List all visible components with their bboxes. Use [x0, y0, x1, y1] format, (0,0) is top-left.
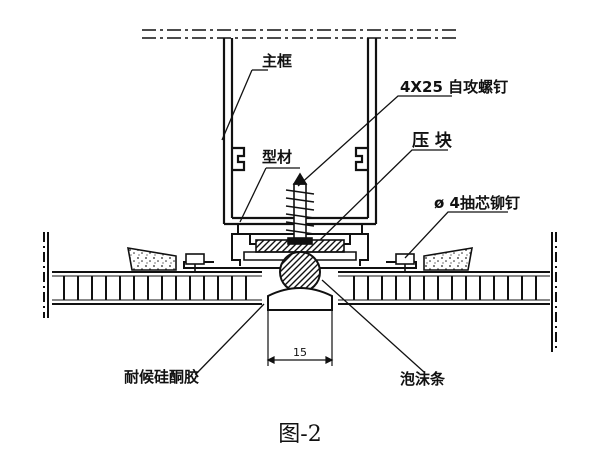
main-frame — [222, 38, 378, 226]
gaskets — [127, 247, 473, 271]
sealant — [267, 287, 333, 311]
left-panel — [43, 232, 262, 318]
label-profile: 型材 — [262, 148, 292, 166]
leader-lines — [195, 69, 508, 375]
dimension-15 — [266, 310, 334, 366]
label-screw: 4X25 自攻螺钉 — [400, 78, 508, 96]
dimension-label: 15 — [293, 346, 307, 359]
label-pressure-block: 压 块 — [412, 131, 453, 151]
right-panel — [338, 232, 557, 352]
label-foam-strip: 泡沫条 — [400, 370, 446, 388]
rivets — [185, 253, 415, 272]
foam-strip — [279, 251, 321, 293]
label-sealant: 耐候硅酮胶 — [124, 368, 199, 386]
label-main-frame: 主框 — [262, 52, 292, 70]
top-break-lines — [142, 29, 460, 39]
figure-caption: 图-2 — [278, 422, 322, 447]
label-rivet: ø 4抽芯铆钉 — [434, 194, 520, 212]
